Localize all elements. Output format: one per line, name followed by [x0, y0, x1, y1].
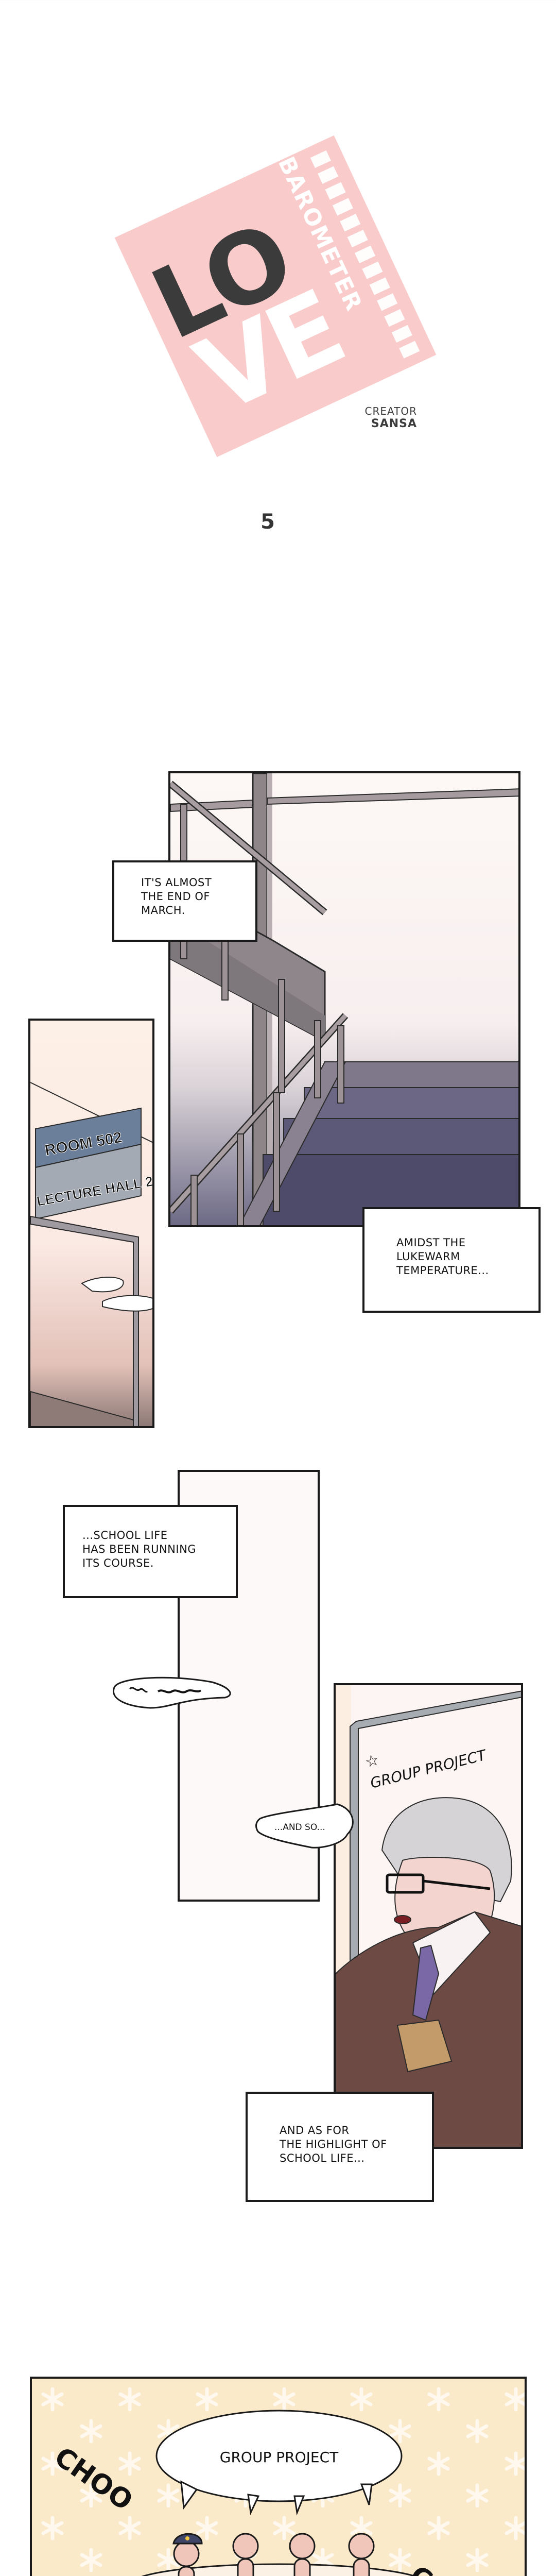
squiggle-bubble — [112, 1676, 231, 1709]
panel-stairs — [168, 771, 520, 1227]
chapter-number: 5 — [260, 510, 275, 534]
and-so-bubble: ...AND SO... — [255, 1803, 354, 1849]
series-logo: LO VE BAROMETER — [114, 135, 437, 457]
professor-illustration: ☆ GROUP PROJECT — [336, 1685, 521, 2147]
train-illustration: GROUP PROJECT CHOO CHOO — [32, 2379, 525, 2576]
caption-lukewarm: AMIDST THE LUKEWARM TEMPERATURE... — [362, 1207, 541, 1313]
door-illustration: ROOM 502 LECTURE HALL 2 — [30, 1082, 152, 1426]
panel-professor: ☆ GROUP PROJECT — [334, 1683, 523, 2149]
creator-name: SANSA — [371, 417, 417, 430]
stairs-illustration — [170, 773, 518, 1225]
train-speech-text: GROUP PROJECT — [220, 2449, 339, 2466]
panel-train: GROUP PROJECT CHOO CHOO — [30, 2377, 527, 2576]
and-so-text: ...AND SO... — [274, 1822, 325, 1833]
creator-credit: CREATOR SANSA — [340, 405, 417, 430]
caption-school-life: ...SCHOOL LIFE HAS BEEN RUNNING ITS COUR… — [63, 1505, 238, 1598]
caption-end-of-march: IT'S ALMOST THE END OF MARCH. — [112, 860, 257, 942]
caption-highlight: AND AS FOR THE HIGHLIGHT OF SCHOOL LIFE.… — [246, 2092, 434, 2202]
panel-door: ROOM 502 LECTURE HALL 2 — [28, 1019, 154, 1428]
creator-label: CREATOR — [364, 405, 417, 417]
